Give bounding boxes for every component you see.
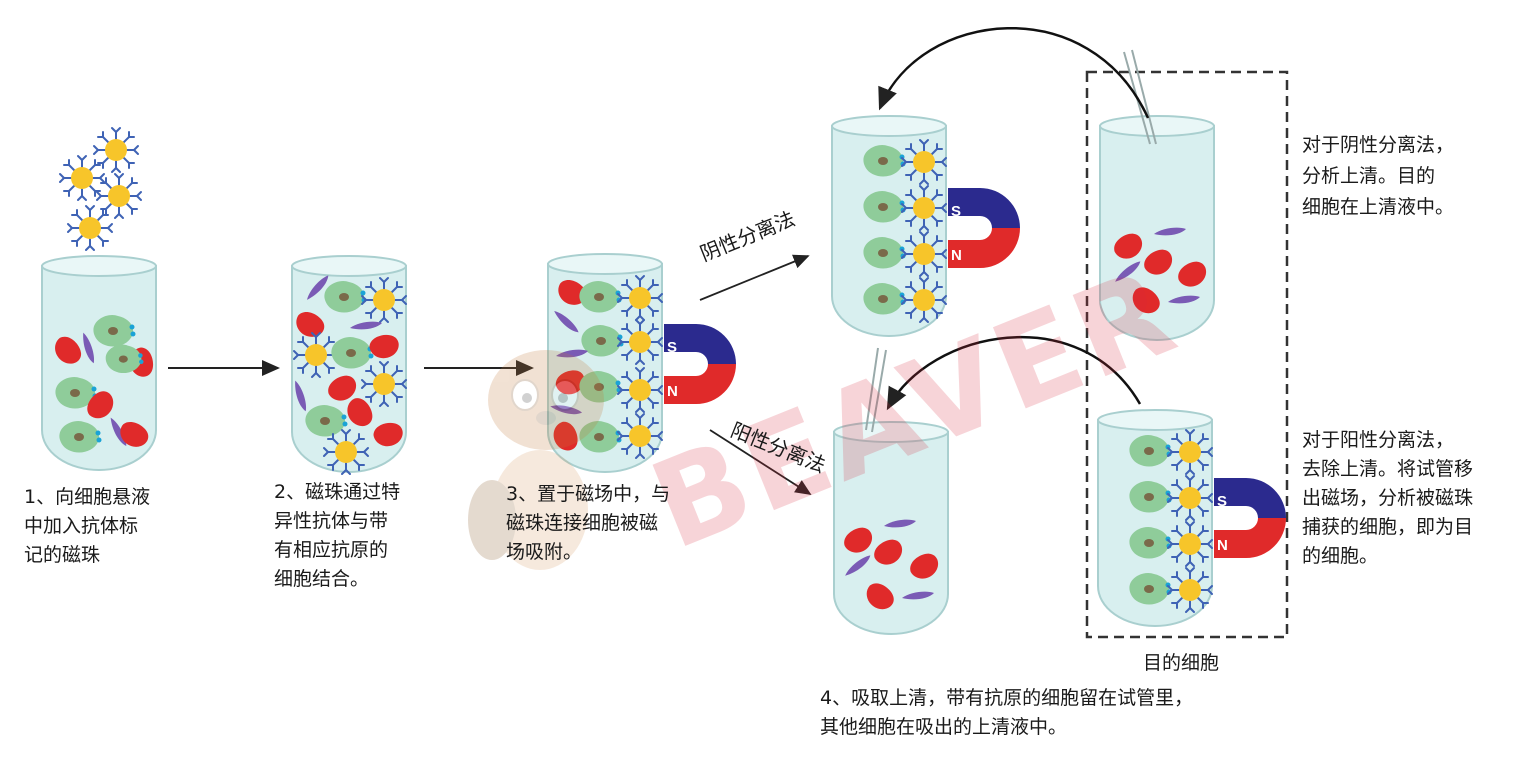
- magnet-3-n-label: N: [667, 383, 678, 400]
- step-2-line: 2、磁珠通过特: [274, 481, 401, 503]
- step-2-line: 有相应抗原的: [274, 539, 389, 561]
- positive-note-line: 去除上清。将试管移: [1302, 458, 1474, 480]
- step-3-line: 磁珠连接细胞被磁: [506, 512, 659, 534]
- magnet-3: S N: [664, 324, 736, 404]
- tube-5: [833, 421, 949, 635]
- step-4-caption: 4、吸取上清，带有抗原的细胞留在试管里， 其他细胞在吸出的上清液中。: [820, 684, 1193, 742]
- negative-note-line: 细胞在上清液中。: [1302, 196, 1455, 218]
- magnet-4-n-label: N: [951, 247, 962, 264]
- tube-3: [547, 253, 663, 473]
- positive-note-line: 捕获的细胞，即为目: [1302, 516, 1474, 538]
- step-1-line: 记的磁珠: [24, 544, 101, 566]
- negative-note-line: 对于阴性分离法，: [1302, 134, 1455, 156]
- step-4-line: 其他细胞在吸出的上清液中。: [820, 716, 1068, 738]
- positive-note-line: 出磁场，分析被磁珠: [1302, 487, 1474, 509]
- magnet-4: S N: [948, 188, 1020, 268]
- step-1-line: 中加入抗体标: [24, 515, 139, 537]
- step-3-caption: 3、置于磁场中，与 磁珠连接细胞被磁 场吸附。: [506, 480, 670, 567]
- positive-note: 对于阳性分离法， 去除上清。将试管移 出磁场，分析被磁珠 捕获的细胞，即为目 的…: [1302, 426, 1473, 571]
- step-3-line: 场吸附。: [506, 541, 583, 563]
- magnet-4-s-label: S: [951, 203, 961, 220]
- step-3-line: 3、置于磁场中，与: [506, 483, 671, 505]
- tube-1: [41, 255, 157, 471]
- magnet-3-s-label: S: [667, 339, 677, 356]
- arrow-negative: [699, 254, 810, 301]
- step-1-line: 1、向细胞悬液: [24, 486, 151, 508]
- step-2-caption: 2、磁珠通过特 异性抗体与带 有相应抗原的 细胞结合。: [274, 478, 400, 594]
- tube-7: [1097, 409, 1213, 627]
- tube-4: [831, 115, 947, 337]
- negative-note-line: 分析上清。目的: [1302, 165, 1436, 187]
- magnet-7-n-label: N: [1217, 537, 1228, 554]
- curve-arrow-negative: [878, 27, 1150, 119]
- step-2-line: 细胞结合。: [274, 568, 370, 590]
- pipette-5: [865, 347, 887, 433]
- magnet-7-s-label: S: [1217, 493, 1227, 510]
- step-1-caption: 1、向细胞悬液 中加入抗体标 记的磁珠: [24, 483, 150, 570]
- target-cell-label: 目的细胞: [1143, 652, 1220, 674]
- magnet-7: S N: [1214, 478, 1286, 558]
- positive-note-line: 的细胞。: [1302, 545, 1379, 567]
- curve-arrow-positive: [886, 335, 1142, 411]
- arrow-positive: [709, 429, 812, 495]
- positive-note-line: 对于阳性分离法，: [1302, 429, 1455, 451]
- beaver-mascot: [468, 350, 604, 570]
- step-2-line: 异性抗体与带: [274, 510, 389, 532]
- step-4-line: 4、吸取上清，带有抗原的细胞留在试管里，: [820, 687, 1194, 709]
- target-cell-frame: [1085, 70, 1289, 639]
- negative-note: 对于阴性分离法， 分析上清。目的 细胞在上清液中。: [1302, 130, 1454, 223]
- free-beads: [59, 127, 142, 251]
